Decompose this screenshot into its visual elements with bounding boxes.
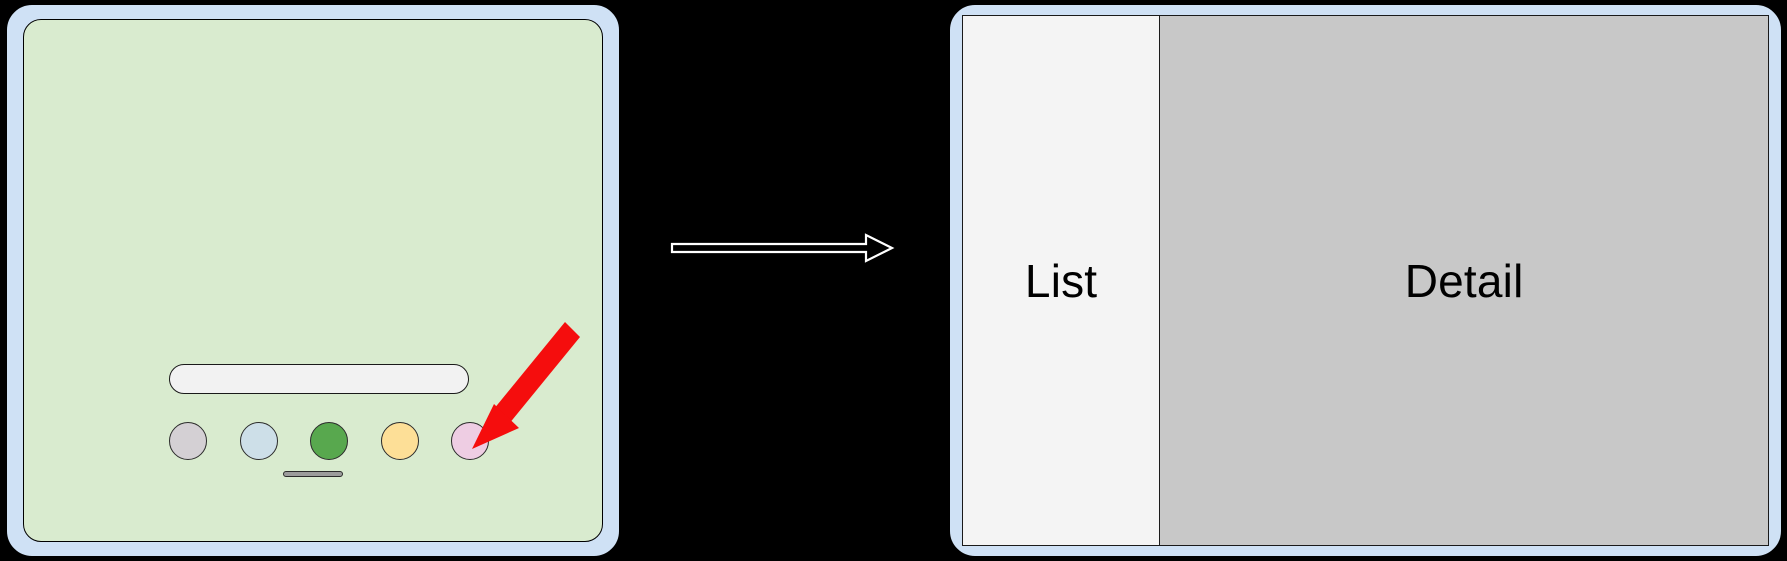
app-icon-5[interactable] [451,422,489,460]
detail-pane[interactable]: Detail [1160,16,1768,545]
transition-arrow-icon [670,233,895,263]
dock-app-row [169,417,489,465]
dock-search-pill[interactable] [169,364,469,394]
app-icon-2[interactable] [239,422,278,460]
right-device-frame: List Detail [949,4,1782,557]
split-view-screen: List Detail [962,15,1769,546]
left-device-frame [6,4,620,557]
app-icon-3[interactable] [310,422,348,460]
app-icon-1[interactable] [169,422,207,460]
home-indicator-bar[interactable] [283,471,343,477]
home-screen [23,19,603,542]
list-pane-label: List [1024,254,1098,307]
detail-pane-label: Detail [1404,254,1524,307]
list-pane[interactable]: List [963,16,1161,545]
app-icon-4[interactable] [380,422,419,460]
